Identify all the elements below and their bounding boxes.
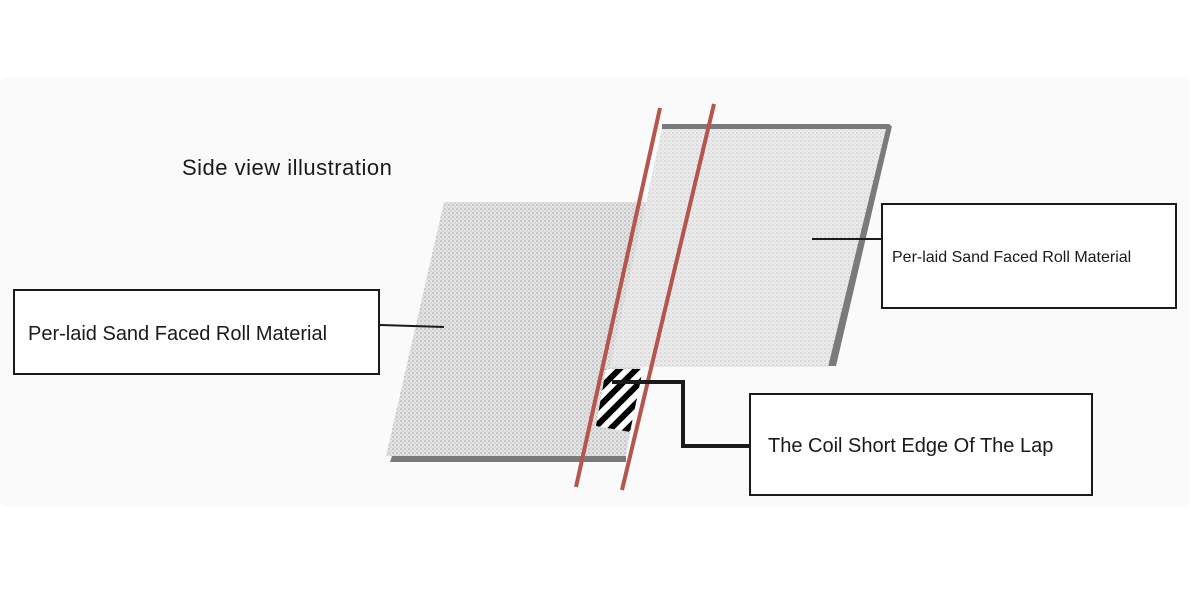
lap-edge-label-text: The Coil Short Edge Of The Lap: [768, 435, 1053, 457]
lap-line-right: [620, 103, 716, 491]
right-label-box: [881, 203, 1177, 309]
lap-line-left: [574, 107, 662, 488]
left-label-box: [13, 289, 380, 375]
right-sheet-shadow-top: [662, 124, 890, 130]
lap-edge-label-box: [749, 393, 1093, 496]
right-sheet: [610, 129, 886, 367]
right-label-text: Per-laid Sand Faced Roll Material: [892, 249, 1131, 266]
left-label-text: Per-laid Sand Faced Roll Material: [28, 323, 327, 345]
lap-edge-leader: [612, 380, 750, 448]
diagram-heading: Side view illustration: [182, 155, 392, 180]
left-leader: [378, 324, 445, 328]
right-sheet-shadow-side: [828, 124, 892, 366]
left-sheet-shadow: [390, 456, 626, 462]
